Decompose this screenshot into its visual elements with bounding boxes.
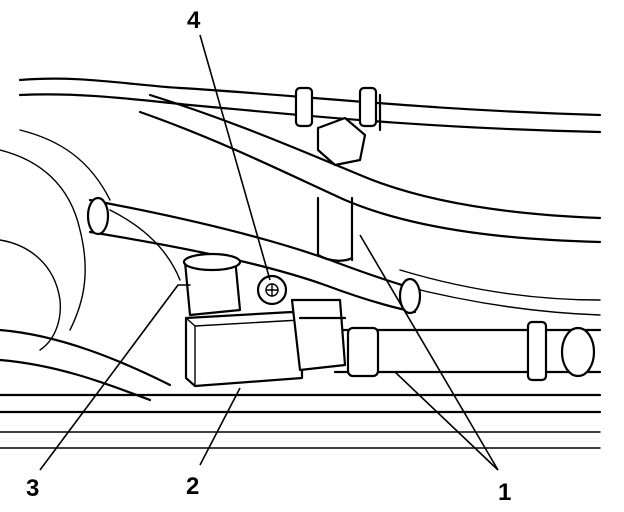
leader-line-2 bbox=[199, 387, 241, 466]
hose-clamp bbox=[358, 86, 378, 128]
mounting-bolt bbox=[256, 274, 288, 306]
hose-clamp bbox=[526, 320, 548, 382]
leader-line-1b bbox=[394, 371, 499, 471]
inlet-fitting bbox=[177, 252, 242, 317]
mounting-bracket bbox=[316, 196, 354, 262]
callout-2: 2 bbox=[186, 473, 199, 500]
leader-line-1a bbox=[359, 234, 499, 471]
callout-1: 1 bbox=[498, 479, 511, 506]
callout-leaders bbox=[39, 34, 499, 471]
outlet-pipe bbox=[333, 320, 602, 382]
hose-connector bbox=[316, 116, 367, 167]
callout-3: 3 bbox=[26, 475, 39, 502]
callout-4: 4 bbox=[187, 7, 201, 34]
hose-clamp bbox=[398, 277, 422, 315]
hose-clamp bbox=[294, 86, 314, 128]
valve-body bbox=[184, 298, 347, 388]
vehicle-underbody-contours bbox=[0, 77, 602, 449]
coolant-hose bbox=[86, 196, 422, 315]
leader-line-3 bbox=[39, 284, 179, 471]
hose-clamp bbox=[86, 196, 110, 236]
upper-hose bbox=[138, 86, 602, 244]
leader-line-4 bbox=[199, 34, 271, 281]
hose-clamp bbox=[346, 326, 380, 378]
